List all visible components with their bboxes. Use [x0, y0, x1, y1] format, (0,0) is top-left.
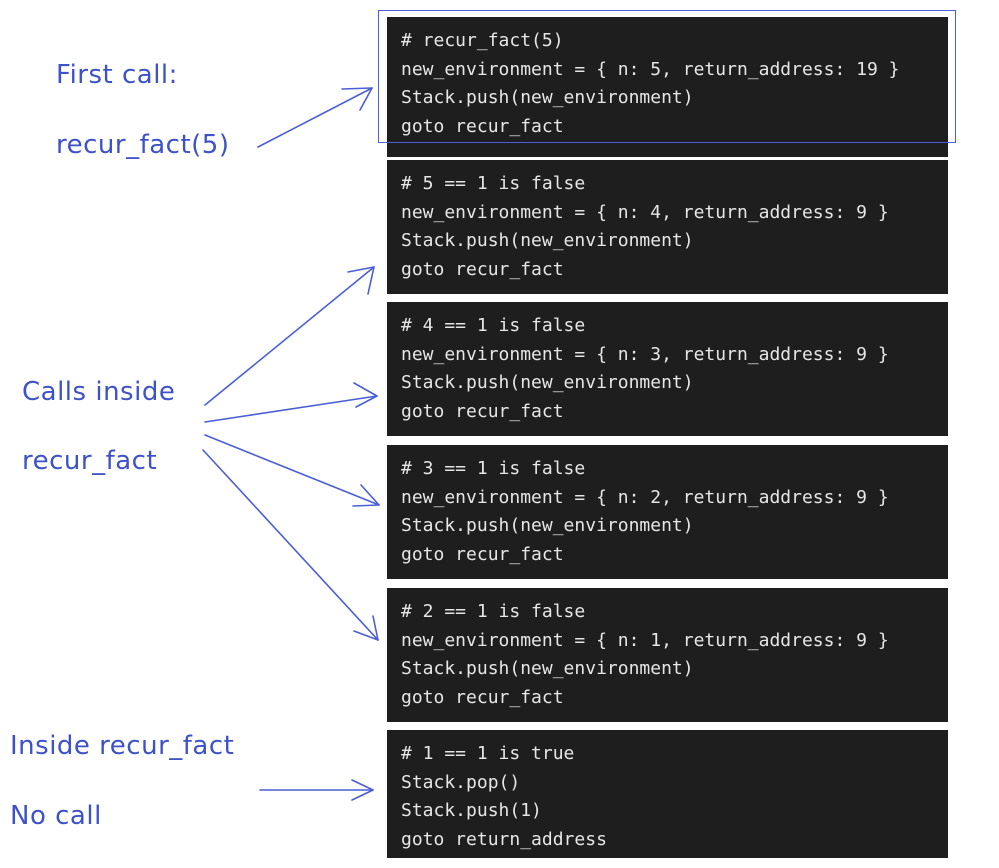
arrow-first-call — [257, 87, 373, 148]
calls-inside-function-label: recur_fact — [22, 446, 158, 476]
code-block-n1-base-case: # 1 == 1 is true Stack.pop() Stack.push(… — [387, 730, 948, 858]
code-line: new_environment = { n: 3, return_address… — [401, 343, 889, 365]
arrow-call-n4 — [204, 382, 378, 423]
arrow-call-n3 — [204, 434, 380, 507]
code-block-first-call: # recur_fact(5) new_environment = { n: 5… — [387, 17, 948, 157]
first-call-expression: recur_fact(5) — [56, 130, 230, 160]
code-line: goto recur_fact — [401, 543, 564, 565]
code-line: # 4 == 1 is false — [401, 315, 586, 336]
inside-recur-fact-label: Inside recur_fact — [10, 731, 235, 761]
code-block-n3: # 3 == 1 is false new_environment = { n:… — [387, 445, 948, 579]
code-block-n4: # 4 == 1 is false new_environment = { n:… — [387, 302, 948, 436]
code-line: # 1 == 1 is true — [401, 743, 575, 764]
code-line: # 2 == 1 is false — [401, 601, 586, 622]
code-line: Stack.pop() — [401, 771, 521, 793]
no-call-label: No call — [10, 801, 102, 831]
code-line: goto recur_fact — [401, 258, 564, 280]
code-line: Stack.push(new_environment) — [401, 658, 694, 680]
code-line: new_environment = { n: 1, return_address… — [401, 629, 889, 651]
code-line: new_environment = { n: 4, return_address… — [401, 201, 889, 223]
arrow-call-n5 — [204, 266, 375, 406]
calls-inside-label: Calls inside — [22, 377, 176, 407]
code-line: new_environment = { n: 2, return_address… — [401, 486, 889, 508]
code-line: # 5 == 1 is false — [401, 173, 586, 194]
code-line: # 3 == 1 is false — [401, 458, 586, 479]
code-line: goto recur_fact — [401, 115, 564, 137]
code-line: goto return_address — [401, 828, 607, 850]
code-line: new_environment = { n: 5, return_address… — [401, 58, 900, 80]
code-line: Stack.push(1) — [401, 800, 542, 822]
code-line: # recur_fact(5) — [401, 30, 564, 51]
code-line: Stack.push(new_environment) — [401, 87, 694, 109]
code-line: goto recur_fact — [401, 686, 564, 708]
first-call-title: First call: — [56, 60, 178, 90]
arrow-call-n2 — [202, 449, 379, 641]
code-line: Stack.push(new_environment) — [401, 372, 694, 394]
code-line: Stack.push(new_environment) — [401, 515, 694, 537]
code-block-n2: # 2 == 1 is false new_environment = { n:… — [387, 588, 948, 722]
code-line: goto recur_fact — [401, 400, 564, 422]
code-line: Stack.push(new_environment) — [401, 230, 694, 252]
arrow-no-call — [259, 779, 374, 801]
code-block-n5: # 5 == 1 is false new_environment = { n:… — [387, 160, 948, 294]
